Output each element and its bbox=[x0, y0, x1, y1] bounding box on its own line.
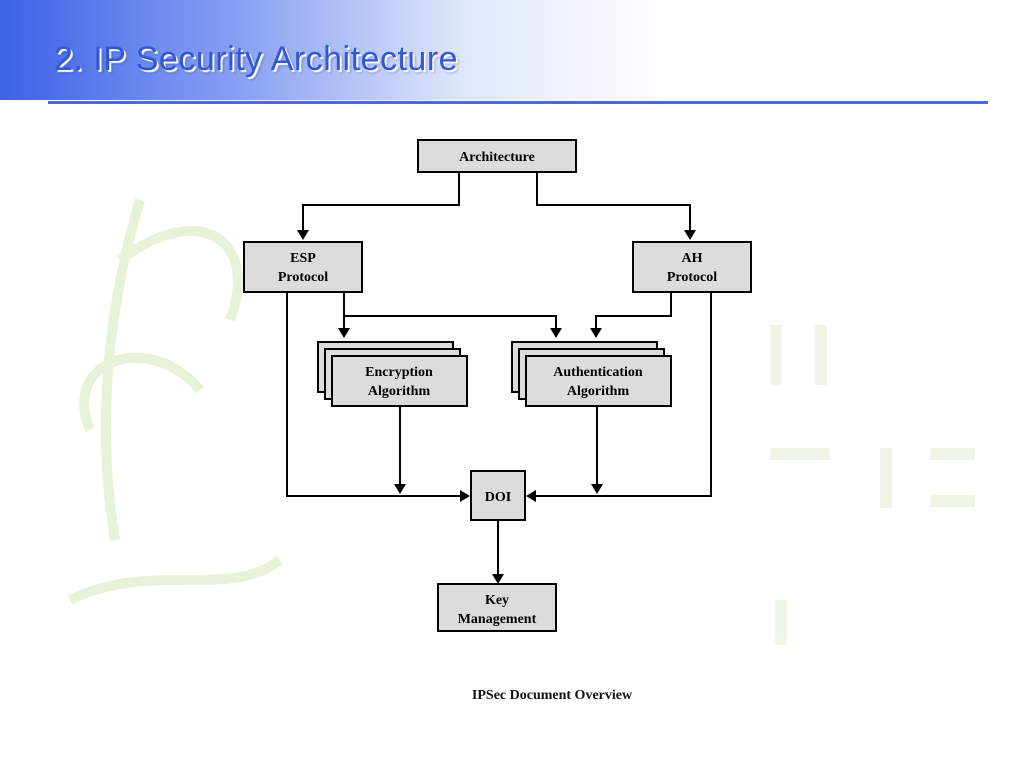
connector-encryption-doi bbox=[394, 406, 406, 494]
node-architecture: Architecture bbox=[417, 139, 577, 173]
node-doi-label: DOI bbox=[485, 490, 511, 505]
node-key-management-label-line1: Key bbox=[485, 593, 509, 608]
connector-doi-key-management bbox=[492, 520, 504, 584]
connector-esp-authentication bbox=[344, 315, 562, 338]
connector-ah-authentication bbox=[590, 292, 672, 338]
connector-authentication-doi bbox=[591, 406, 603, 494]
connector-esp-doi bbox=[286, 292, 470, 502]
node-key-management: Key Management bbox=[437, 583, 557, 632]
title-band bbox=[0, 0, 1024, 100]
connector-architecture-esp bbox=[297, 172, 460, 240]
node-architecture-label: Architecture bbox=[459, 150, 535, 165]
title-underline bbox=[48, 101, 988, 104]
node-esp-label-line2: Protocol bbox=[278, 270, 328, 285]
node-authentication-label-line2: Algorithm bbox=[567, 384, 630, 399]
connector-esp-encryption bbox=[338, 292, 350, 338]
node-ah-label-line1: AH bbox=[682, 251, 703, 266]
node-esp-protocol: ESP Protocol bbox=[243, 241, 363, 293]
connector-architecture-ah bbox=[536, 172, 696, 240]
diagram-caption: IPSec Document Overview bbox=[471, 688, 633, 703]
node-encryption-label-line2: Algorithm bbox=[368, 384, 431, 399]
node-authentication-label-line1: Authentication bbox=[553, 365, 643, 380]
node-authentication-algorithm: Authentication Algorithm bbox=[511, 341, 672, 407]
node-encryption-algorithm: Encryption Algorithm bbox=[317, 341, 468, 407]
node-ah-protocol: AH Protocol bbox=[632, 241, 752, 293]
node-doi: DOI bbox=[470, 470, 526, 521]
node-esp-label-line1: ESP bbox=[290, 251, 316, 266]
connector-ah-doi bbox=[526, 292, 712, 502]
node-key-management-label-line2: Management bbox=[458, 612, 537, 627]
ipsec-diagram: Architecture ESP Protocol AH Protocol En… bbox=[243, 139, 752, 632]
slide-title: 2. IP Security Architecture bbox=[54, 40, 459, 78]
node-encryption-label-line1: Encryption bbox=[365, 365, 433, 380]
node-ah-label-line2: Protocol bbox=[667, 270, 717, 285]
